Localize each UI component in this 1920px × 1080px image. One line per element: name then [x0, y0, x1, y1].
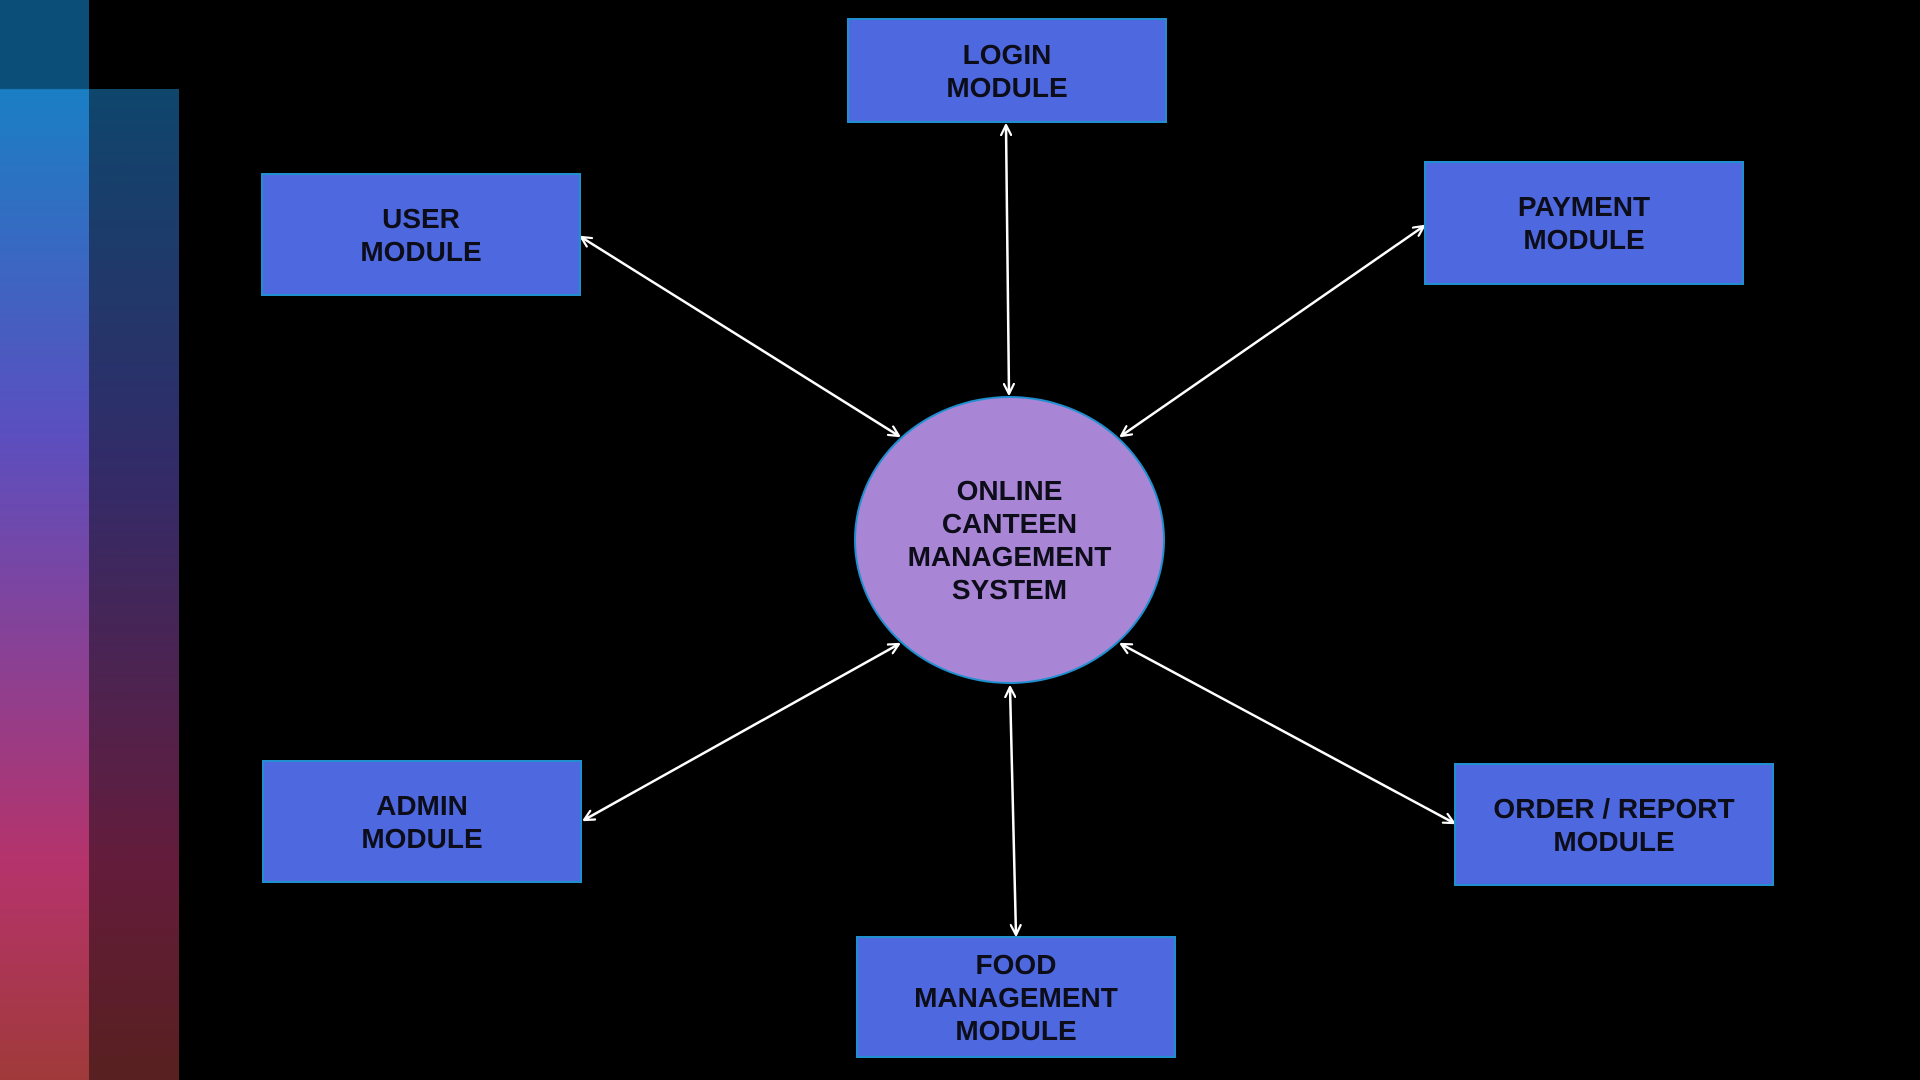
connector-center-admin [584, 644, 899, 820]
order-report-module-box: ORDER / REPORT MODULE [1454, 763, 1774, 886]
user-module-box: USER MODULE [261, 173, 581, 296]
connector-center-user [581, 237, 899, 436]
side-gradient-strip-inner [0, 0, 89, 1080]
login-module-label: LOGIN MODULE [946, 38, 1068, 103]
central-system-node: ONLINE CANTEEN MANAGEMENT SYSTEM [854, 396, 1165, 684]
payment-module-label: PAYMENT MODULE [1517, 191, 1651, 255]
payment-module-box: PAYMENT MODULE [1424, 161, 1744, 285]
connector-center-login [1006, 125, 1009, 394]
user-module-label: USER MODULE [360, 202, 482, 267]
food-management-module-label: FOOD MANAGEMENT MODULE [914, 948, 1118, 1046]
central-system-label: ONLINE CANTEEN MANAGEMENT SYSTEM [907, 475, 1112, 605]
admin-module-box: ADMIN MODULE [262, 760, 582, 883]
login-module-box: LOGIN MODULE [847, 18, 1167, 123]
order-report-module-label: ORDER / REPORT MODULE [1493, 792, 1735, 857]
connector-center-payment [1121, 226, 1424, 436]
food-management-module-box: FOOD MANAGEMENT MODULE [856, 936, 1176, 1058]
connector-center-order-report [1121, 642, 1454, 825]
admin-module-label: ADMIN MODULE [361, 789, 483, 854]
connector-center-food [1010, 687, 1016, 935]
